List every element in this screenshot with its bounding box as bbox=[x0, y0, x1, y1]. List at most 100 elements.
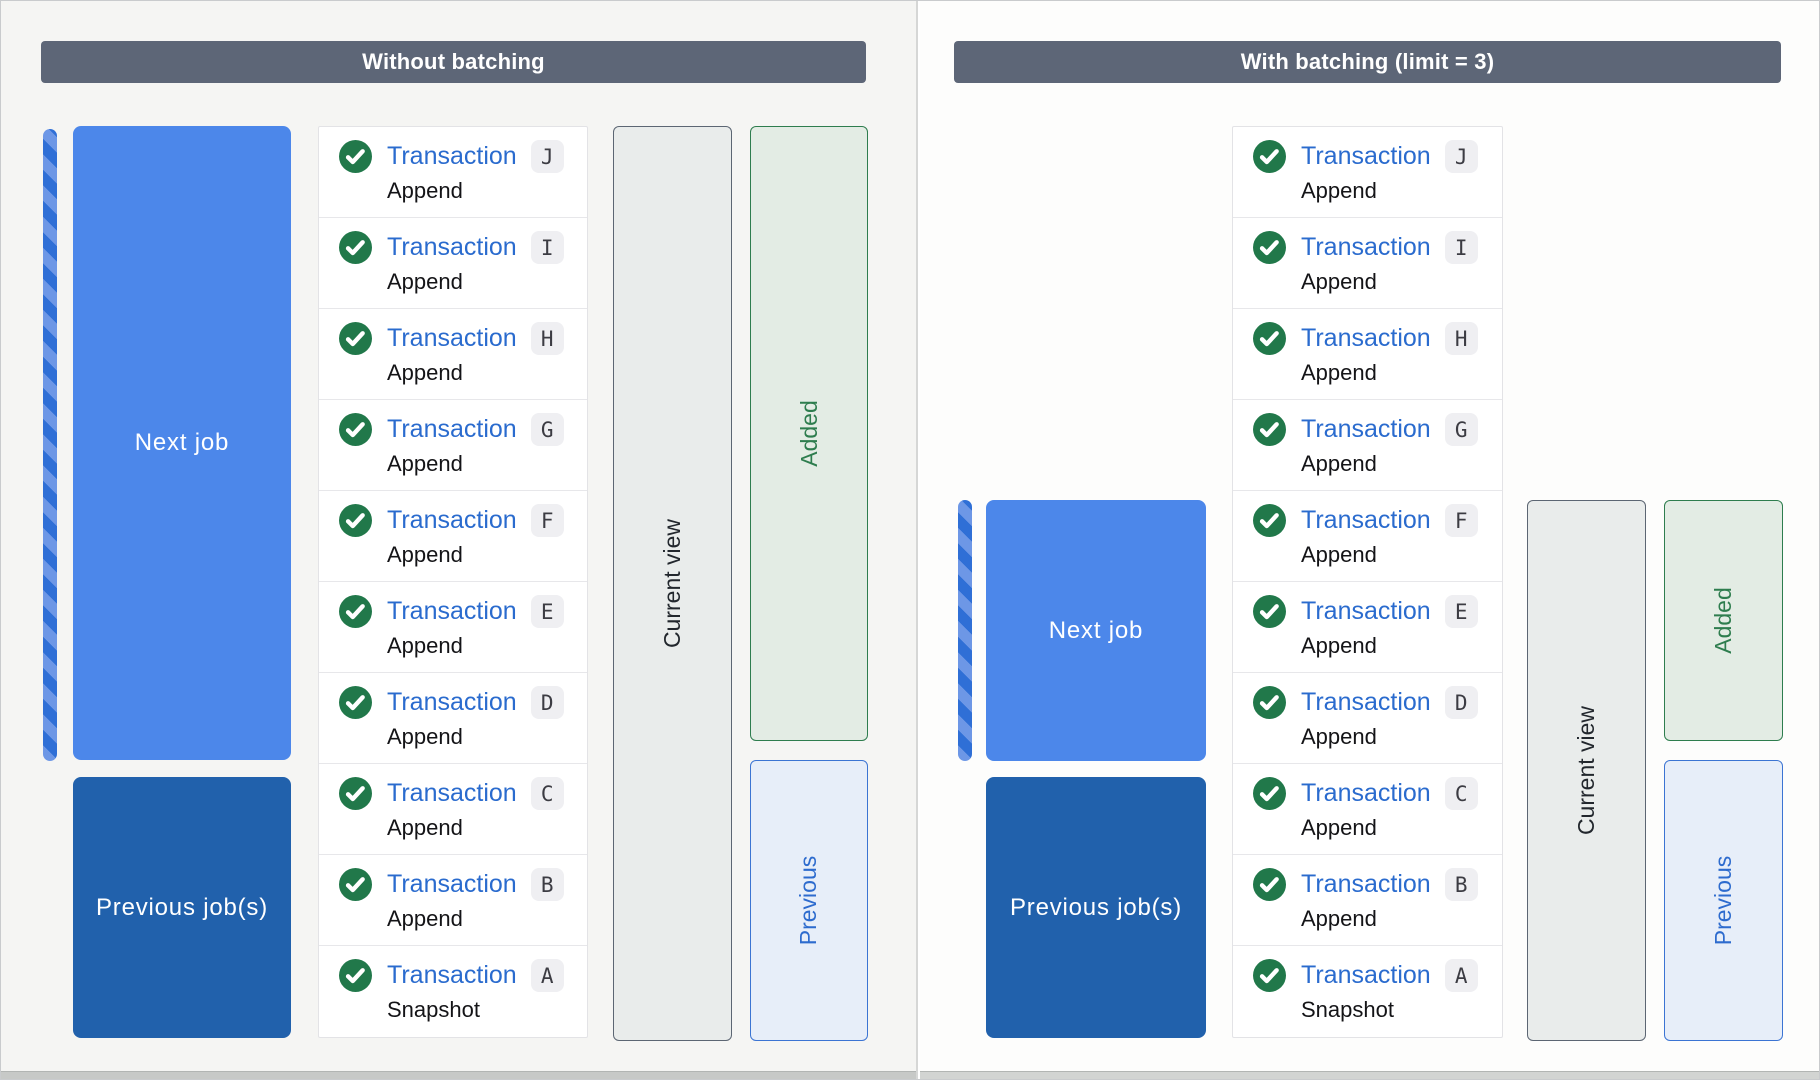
transaction-letter-badge: B bbox=[1444, 868, 1478, 901]
next-job-block: Next job bbox=[986, 500, 1206, 761]
transaction-letter-badge: B bbox=[530, 868, 564, 901]
transaction-action: Append bbox=[1301, 269, 1377, 294]
panel-title: Without batching bbox=[362, 49, 545, 74]
transaction-letter-badge: C bbox=[1444, 777, 1478, 810]
previous-label: Previous bbox=[1709, 855, 1736, 946]
check-circle-icon bbox=[339, 413, 372, 446]
panel-title: With batching (limit = 3) bbox=[1240, 49, 1495, 74]
previous-label: Previous bbox=[795, 855, 822, 946]
check-circle-icon bbox=[339, 231, 372, 264]
check-circle-icon bbox=[339, 777, 372, 810]
transaction-row: Transaction D Append bbox=[1233, 673, 1502, 764]
transaction-letter-badge: D bbox=[1444, 686, 1478, 719]
transaction-link[interactable]: Transaction bbox=[1301, 324, 1431, 352]
transaction-list-card: Transaction J Append Transaction bbox=[318, 126, 588, 1038]
transaction-link[interactable]: Transaction bbox=[1301, 597, 1431, 625]
panel-title-bar: With batching (limit = 3) bbox=[954, 41, 1781, 83]
check-circle-icon bbox=[339, 504, 372, 537]
transaction-text: Transaction G Append bbox=[387, 413, 564, 477]
check-circle-icon bbox=[339, 322, 372, 355]
added-box: Added bbox=[1664, 500, 1783, 741]
transaction-link[interactable]: Transaction bbox=[387, 870, 517, 898]
transaction-row: Transaction C Append bbox=[1233, 764, 1502, 855]
transaction-text: Transaction H Append bbox=[1301, 322, 1478, 386]
current-view-box: Current view bbox=[1527, 500, 1646, 1041]
previous-box: Previous bbox=[1664, 760, 1783, 1041]
transaction-text: Transaction I Append bbox=[1301, 231, 1478, 295]
transaction-link[interactable]: Transaction bbox=[1301, 870, 1431, 898]
previous-jobs-label: Previous job(s) bbox=[95, 893, 269, 921]
transaction-row: Transaction B Append bbox=[319, 855, 587, 946]
transaction-text: Transaction B Append bbox=[387, 868, 564, 932]
transaction-row: Transaction A Snapshot bbox=[319, 946, 587, 1037]
added-box: Added bbox=[750, 126, 868, 741]
check-circle-icon bbox=[339, 595, 372, 628]
transaction-letter-badge: A bbox=[1444, 959, 1478, 992]
current-view-label: Current view bbox=[1573, 705, 1600, 836]
transaction-row: Transaction F Append bbox=[319, 491, 587, 582]
previous-jobs-label: Previous job(s) bbox=[1009, 893, 1183, 921]
transaction-link[interactable]: Transaction bbox=[387, 415, 517, 443]
transaction-link[interactable]: Transaction bbox=[1301, 961, 1431, 989]
added-label: Added bbox=[1709, 587, 1736, 654]
check-circle-icon bbox=[339, 686, 372, 719]
transaction-action: Append bbox=[387, 451, 463, 476]
panel-title-bar: Without batching bbox=[41, 41, 866, 83]
transaction-letter-badge: F bbox=[1444, 504, 1478, 537]
transaction-text: Transaction H Append bbox=[387, 322, 564, 386]
transaction-row: Transaction I Append bbox=[1233, 218, 1502, 309]
transaction-text: Transaction D Append bbox=[1301, 686, 1478, 750]
transaction-text: Transaction J Append bbox=[387, 140, 564, 204]
transaction-link[interactable]: Transaction bbox=[1301, 415, 1431, 443]
transaction-link[interactable]: Transaction bbox=[387, 506, 517, 534]
transaction-link[interactable]: Transaction bbox=[387, 324, 517, 352]
transaction-text: Transaction E Append bbox=[1301, 595, 1478, 659]
transaction-action: Append bbox=[387, 724, 463, 749]
check-circle-icon bbox=[339, 868, 372, 901]
transaction-action: Append bbox=[387, 360, 463, 385]
check-circle-icon bbox=[1253, 504, 1286, 537]
transaction-text: Transaction F Append bbox=[1301, 504, 1478, 568]
transaction-link[interactable]: Transaction bbox=[1301, 688, 1431, 716]
transaction-link[interactable]: Transaction bbox=[387, 688, 517, 716]
panel-without-batching: Without batching Next job Previous job(s… bbox=[1, 1, 918, 1079]
transaction-link[interactable]: Transaction bbox=[1301, 233, 1431, 261]
transaction-action: Snapshot bbox=[1301, 997, 1394, 1022]
transaction-link[interactable]: Transaction bbox=[1301, 142, 1431, 170]
transaction-action: Append bbox=[1301, 633, 1377, 658]
transaction-text: Transaction F Append bbox=[387, 504, 564, 568]
transaction-link[interactable]: Transaction bbox=[387, 233, 517, 261]
transaction-link[interactable]: Transaction bbox=[387, 142, 517, 170]
transaction-link[interactable]: Transaction bbox=[1301, 506, 1431, 534]
transaction-link[interactable]: Transaction bbox=[387, 961, 517, 989]
transaction-action: Append bbox=[1301, 906, 1377, 931]
transaction-letter-badge: H bbox=[530, 322, 564, 355]
transaction-action: Append bbox=[387, 906, 463, 931]
check-circle-icon bbox=[1253, 231, 1286, 264]
striped-progress-bar bbox=[958, 500, 972, 761]
transaction-letter-badge: A bbox=[530, 959, 564, 992]
bottom-edge-strip bbox=[1, 1071, 916, 1079]
transaction-action: Append bbox=[1301, 724, 1377, 749]
transaction-text: Transaction G Append bbox=[1301, 413, 1478, 477]
transaction-letter-badge: D bbox=[530, 686, 564, 719]
check-circle-icon bbox=[1253, 322, 1286, 355]
next-job-label: Next job bbox=[1048, 616, 1144, 644]
transaction-row: Transaction C Append bbox=[319, 764, 587, 855]
transaction-row: Transaction H Append bbox=[1233, 309, 1502, 400]
next-job-label: Next job bbox=[134, 429, 230, 456]
transaction-row: Transaction H Append bbox=[319, 309, 587, 400]
transaction-row: Transaction D Append bbox=[319, 673, 587, 764]
transaction-row: Transaction J Append bbox=[319, 127, 587, 218]
bottom-edge-strip bbox=[920, 1071, 1819, 1079]
transaction-link[interactable]: Transaction bbox=[387, 779, 517, 807]
transaction-text: Transaction B Append bbox=[1301, 868, 1478, 932]
check-circle-icon bbox=[339, 140, 372, 173]
transaction-action: Append bbox=[387, 269, 463, 294]
transaction-text: Transaction C Append bbox=[387, 777, 564, 841]
previous-jobs-block: Previous job(s) bbox=[73, 777, 291, 1038]
transaction-link[interactable]: Transaction bbox=[1301, 779, 1431, 807]
check-circle-icon bbox=[339, 959, 372, 992]
transaction-link[interactable]: Transaction bbox=[387, 597, 517, 625]
